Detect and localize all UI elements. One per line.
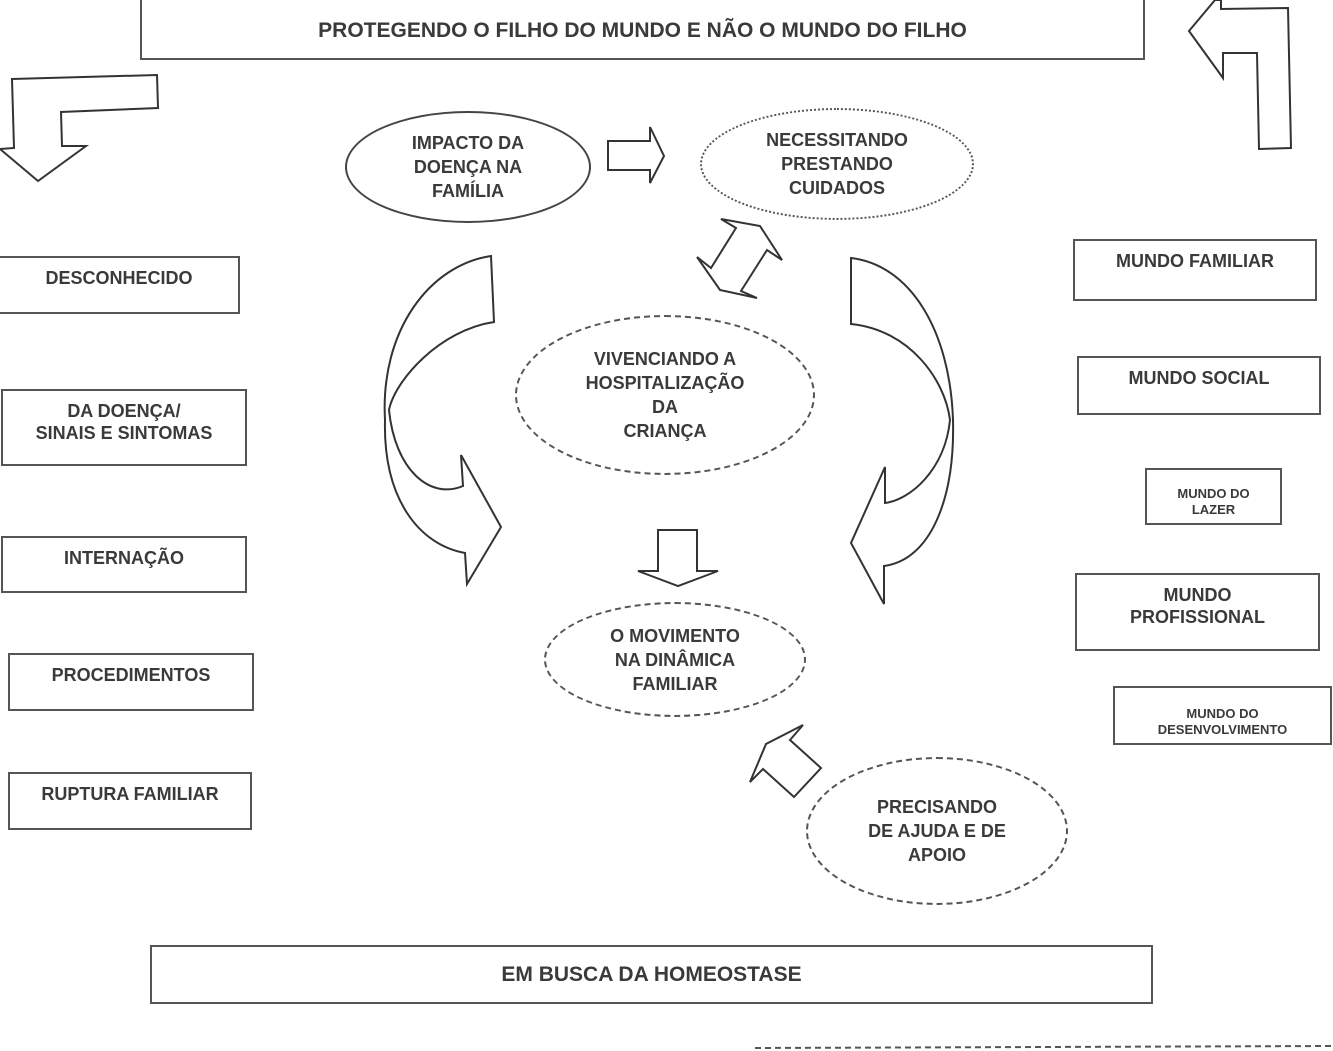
movement-ellipse: O MOVIMENTO NA DINÂMICA FAMILIAR <box>544 602 806 717</box>
right-box-social: MUNDO SOCIAL <box>1077 356 1321 415</box>
left-item-label: DESCONHECIDO <box>45 268 193 288</box>
right-box-lazer: MUNDO DO LAZER <box>1145 468 1282 525</box>
right-item-label: MUNDO DO DESENVOLVIMENTO <box>1157 706 1288 737</box>
right-item-label: MUNDO PROFISSIONAL <box>1129 585 1265 627</box>
right-box-familiar: MUNDO FAMILIAR <box>1073 239 1317 301</box>
help-ellipse: PRECISANDO DE AJUDA E DE APOIO <box>806 757 1068 905</box>
arrow-down-icon <box>637 529 719 588</box>
hospitalization-text: VIVENCIANDO A HOSPITALIZAÇÃO DA CRIANÇA <box>585 349 745 441</box>
right-item-label: MUNDO SOCIAL <box>1128 368 1270 388</box>
right-box-profissional: MUNDO PROFISSIONAL <box>1075 573 1320 651</box>
page-edge-dashed-line <box>754 1045 1333 1049</box>
arrow-up-left-icon <box>749 724 823 799</box>
left-box-ruptura: RUPTURA FAMILIAR <box>8 772 252 830</box>
bent-arrow-down-icon <box>0 73 160 183</box>
bent-arrow-left-icon <box>1187 0 1293 151</box>
left-item-label: PROCEDIMENTOS <box>51 665 211 685</box>
footer-banner: EM BUSCA DA HOMEOSTASE <box>150 945 1153 1004</box>
left-box-internacao: INTERNAÇÃO <box>1 536 247 593</box>
care-ellipse: NECESSITANDO PRESTANDO CUIDADOS <box>700 108 974 220</box>
left-item-label: DA DOENÇA/ SINAIS E SINTOMAS <box>35 401 213 443</box>
title-text: PROTEGENDO O FILHO DO MUNDO E NÃO O MUND… <box>318 19 967 42</box>
hospitalization-ellipse: VIVENCIANDO A HOSPITALIZAÇÃO DA CRIANÇA <box>515 315 815 475</box>
arrow-right-icon <box>607 126 666 184</box>
curved-arrow-right-side-icon <box>849 256 955 605</box>
left-item-label: RUPTURA FAMILIAR <box>41 784 219 804</box>
double-arrow-icon <box>696 218 783 299</box>
help-text: PRECISANDO DE AJUDA E DE APOIO <box>868 797 1006 865</box>
right-item-label: MUNDO FAMILIAR <box>1116 251 1274 271</box>
left-box-doenca: DA DOENÇA/ SINAIS E SINTOMAS <box>1 389 247 466</box>
impact-text: IMPACTO DA DOENÇA NA FAMÍLIA <box>411 133 525 201</box>
movement-text: O MOVIMENTO NA DINÂMICA FAMILIAR <box>610 625 740 694</box>
title-banner: PROTEGENDO O FILHO DO MUNDO E NÃO O MUND… <box>140 0 1145 60</box>
curved-arrow-left-side-icon <box>383 254 503 588</box>
left-box-desconhecido: DESCONHECIDO <box>0 256 240 314</box>
impact-ellipse: IMPACTO DA DOENÇA NA FAMÍLIA <box>345 111 591 223</box>
right-box-desenvolvimento: MUNDO DO DESENVOLVIMENTO <box>1113 686 1332 745</box>
care-text: NECESSITANDO PRESTANDO CUIDADOS <box>766 130 908 198</box>
right-item-label: MUNDO DO LAZER <box>1177 486 1250 517</box>
left-item-label: INTERNAÇÃO <box>64 548 184 568</box>
footer-text: EM BUSCA DA HOMEOSTASE <box>501 962 802 986</box>
left-box-procedimentos: PROCEDIMENTOS <box>8 653 254 711</box>
